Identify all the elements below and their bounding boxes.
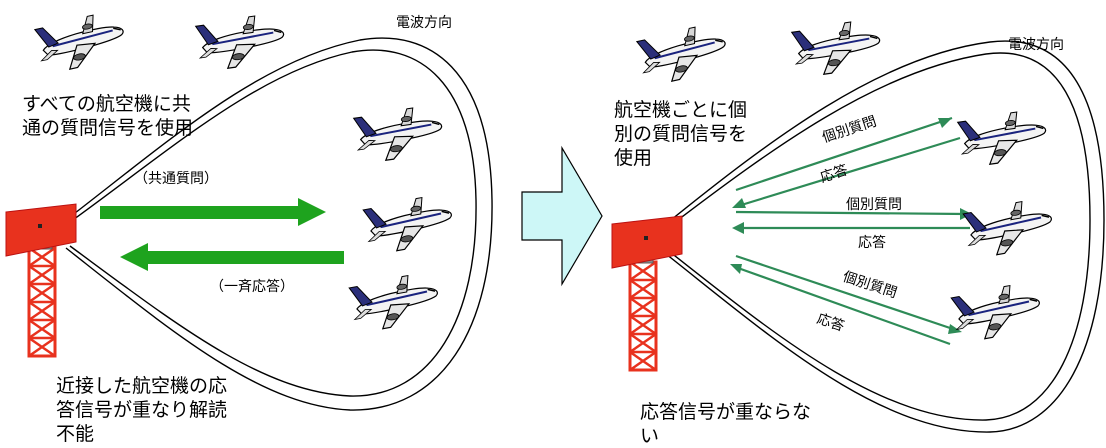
simultaneous-reply-arrow bbox=[120, 243, 344, 271]
transition-arrow bbox=[521, 145, 603, 287]
right-beam-inner bbox=[669, 52, 1091, 421]
left-caption-common-interrogation: すべての航空機に共 通の質問信号を使用 bbox=[22, 93, 194, 139]
airplane-icon bbox=[347, 270, 443, 335]
left-wave-direction-label: 電波方向 bbox=[396, 15, 452, 31]
airplane-icon bbox=[635, 20, 732, 88]
right-caption-individual-interrogation: 航空機ごとに個 別の質問信号を 使用 bbox=[614, 99, 748, 169]
airplane-icon bbox=[194, 11, 289, 73]
interrogation-arrow-1 bbox=[735, 116, 953, 192]
left-beam-outer bbox=[65, 37, 493, 411]
right-wave-direction-label: 電波方向 bbox=[1008, 37, 1064, 53]
airplane-icon bbox=[949, 280, 1045, 345]
lattice-tower-icon bbox=[628, 256, 658, 372]
common-interrogation-label: （共通質問） bbox=[134, 171, 218, 187]
radar-antenna-icon bbox=[5, 203, 77, 257]
simultaneous-reply-label: （一斉応答） bbox=[210, 279, 294, 295]
reply-arrow-3 bbox=[737, 266, 951, 346]
airplane-icon bbox=[33, 8, 130, 76]
airplane-icon bbox=[956, 107, 1051, 169]
interrogation-arrow-2 bbox=[735, 210, 967, 216]
link-2-interrogation-label: 個別質問 bbox=[846, 197, 902, 213]
interrogation-arrow-3 bbox=[735, 254, 957, 332]
link-2-reply-label: 応答 bbox=[858, 235, 886, 251]
airplane-icon bbox=[352, 103, 447, 165]
left-caption-garbled-replies: 近接した航空機の応 答信号が重なり解読 不能 bbox=[56, 375, 228, 445]
radar-antenna-icon bbox=[611, 215, 683, 269]
lattice-tower-icon bbox=[27, 242, 57, 358]
left-beam-inner bbox=[69, 49, 477, 397]
right-caption-no-overlap: 応答信号が重ならな い bbox=[640, 401, 812, 447]
airplane-icon bbox=[361, 192, 457, 257]
airplane-icon bbox=[790, 17, 885, 79]
reply-arrow-1 bbox=[737, 136, 961, 208]
common-interrogation-arrow bbox=[100, 198, 326, 226]
airplane-icon bbox=[961, 196, 1057, 261]
right-beam-outer bbox=[665, 40, 1105, 433]
